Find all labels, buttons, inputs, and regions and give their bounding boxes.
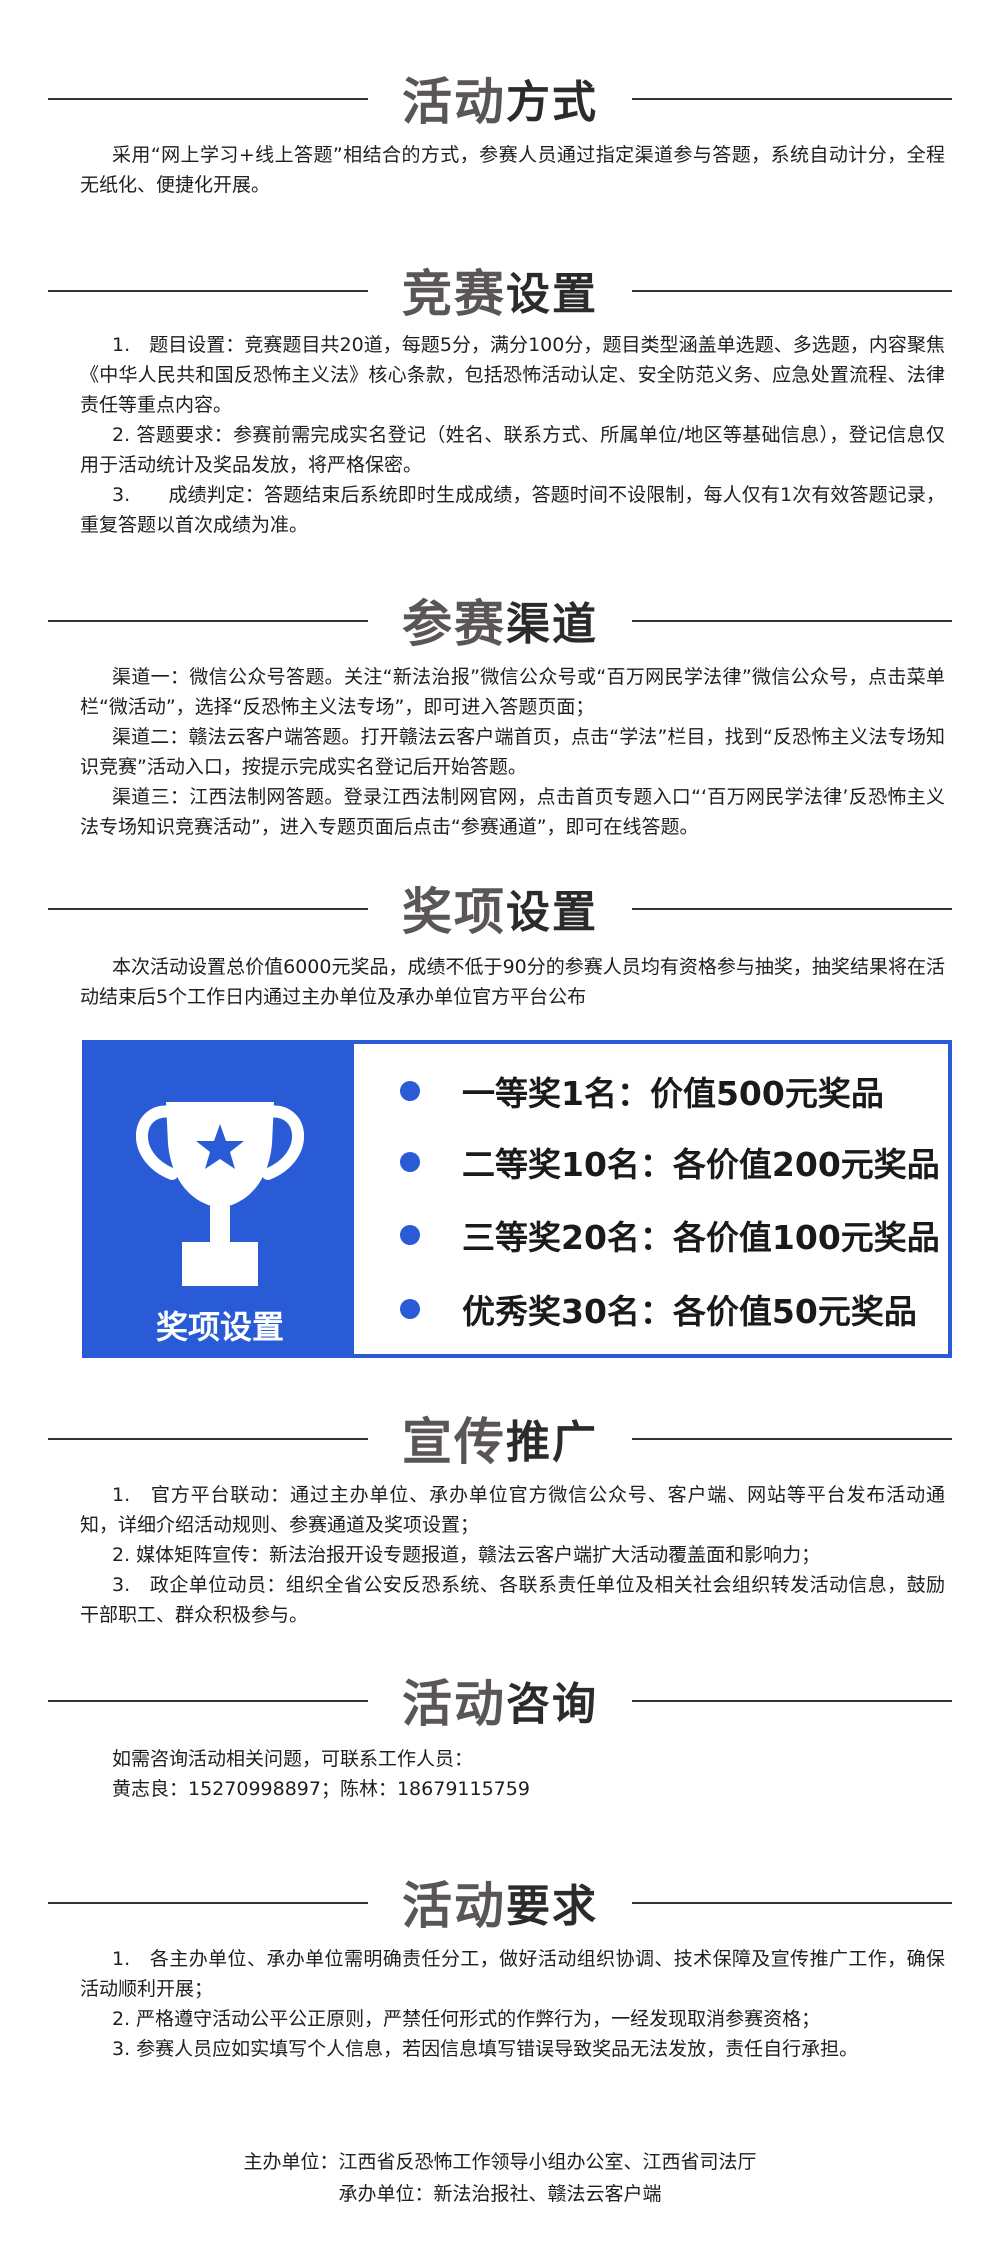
title-part-a: 活动: [402, 1877, 506, 1935]
prize-list: 一等奖1名：价值500元奖品 二等奖10名：各价值200元奖品 三等奖20名：各…: [386, 1044, 946, 1354]
section-title: 宣传推广: [390, 1398, 610, 1478]
section-title: 活动方式: [390, 58, 610, 138]
divider-left: [48, 98, 368, 100]
title-part-a: 活动: [402, 1675, 506, 1733]
section-header: 活动方式: [0, 58, 1000, 138]
title-part-b: 推广: [506, 1417, 598, 1468]
trophy-icon: [136, 1102, 304, 1286]
prize-item-text: 优秀奖30名：各价值50元奖品: [462, 1292, 917, 1331]
title-part-b: 设置: [506, 887, 598, 938]
divider-left: [48, 1700, 368, 1702]
organizer-line: 主办单位：江西省反恐怖工作领导小组办公室、江西省司法厅: [243, 2151, 757, 2173]
bullet-icon: [400, 1225, 420, 1245]
title-part-b: 渠道: [506, 599, 598, 650]
title-part-a: 宣传: [402, 1413, 506, 1471]
section-prize-settings: 奖项设置: [0, 868, 1000, 948]
divider-right: [632, 908, 952, 910]
prize-item-first: 一等奖1名：价值500元奖品: [386, 1066, 946, 1116]
title-part-b: 设置: [506, 269, 598, 320]
competition-settings-text: 1. 题目设置：竞赛题目共20道，每题5分，满分100分，题目类型涵盖单选题、多…: [80, 330, 945, 540]
divider-right: [632, 1700, 952, 1702]
divider-right: [632, 290, 952, 292]
bullet-icon: [400, 1081, 420, 1101]
section-consultation: 活动咨询: [0, 1660, 1000, 1740]
title-part-a: 奖项: [402, 883, 506, 941]
paragraph: 1. 各主办单位、承办单位需明确责任分工，做好活动组织协调、技术保障及宣传推广工…: [80, 1948, 945, 2000]
entry-channels-text: 渠道一：微信公众号答题。关注“新法治报”微信公众号或“百万网民学法律”微信公众号…: [80, 662, 945, 842]
paragraph: 1. 官方平台联动：通过主办单位、承办单位官方微信公众号、客户端、网站等平台发布…: [80, 1484, 945, 1536]
prize-item-text: 一等奖1名：价值500元奖品: [462, 1074, 884, 1113]
prize-box-label: 奖项设置: [155, 1308, 284, 1346]
section-header: 宣传推广: [0, 1398, 1000, 1478]
consultation-text: 如需咨询活动相关问题，可联系工作人员： 黄志良：15270998897；陈林：1…: [80, 1744, 945, 1804]
prize-item-excellence: 优秀奖30名：各价值50元奖品: [386, 1284, 946, 1334]
activity-method-text: 采用“网上学习+线上答题”相结合的方式，参赛人员通过指定渠道参与答题，系统自动计…: [80, 140, 945, 200]
paragraph: 渠道三：江西法制网答题。登录江西法制网官网，点击首页专题入口“‘百万网民学法律’…: [80, 786, 945, 838]
section-header: 参赛渠道: [0, 580, 1000, 660]
contact-info: 黄志良：15270998897；陈林：18679115759: [112, 1778, 530, 1800]
prize-item-third: 三等奖20名：各价值100元奖品: [386, 1210, 946, 1260]
section-competition-settings: 竞赛设置: [0, 250, 1000, 330]
paragraph: 2. 严格遵守活动公平公正原则，严禁任何形式的作弊行为，一经发现取消参赛资格；: [112, 2008, 821, 2030]
requirements-text: 1. 各主办单位、承办单位需明确责任分工，做好活动组织协调、技术保障及宣传推广工…: [80, 1944, 945, 2064]
prize-item-text: 二等奖10名：各价值200元奖品: [462, 1145, 940, 1184]
paragraph: 2. 答题要求：参赛前需完成实名登记（姓名、联系方式、所属单位/地区等基础信息）…: [80, 424, 945, 476]
title-part-b: 要求: [506, 1881, 598, 1932]
co-organizer-line: 承办单位：新法治报社、赣法云客户端: [338, 2183, 662, 2205]
paragraph: 渠道一：微信公众号答题。关注“新法治报”微信公众号或“百万网民学法律”微信公众号…: [80, 666, 945, 718]
prize-box-side-panel: 奖项设置: [86, 1044, 354, 1354]
bullet-icon: [400, 1152, 420, 1172]
paragraph: 3. 成绩判定：答题结束后系统即时生成成绩，答题时间不设限制，每人仅有1次有效答…: [80, 484, 945, 536]
section-requirements: 活动要求: [0, 1862, 1000, 1942]
section-promotion: 宣传推广: [0, 1398, 1000, 1478]
divider-left: [48, 1902, 368, 1904]
promotion-text: 1. 官方平台联动：通过主办单位、承办单位官方微信公众号、客户端、网站等平台发布…: [80, 1480, 945, 1630]
paragraph: 本次活动设置总价值6000元奖品，成绩不低于90分的参赛人员均有资格参与抽奖，抽…: [80, 956, 945, 1008]
paragraph: 1. 题目设置：竞赛题目共20道，每题5分，满分100分，题目类型涵盖单选题、多…: [80, 334, 945, 416]
title-part-a: 参赛: [402, 595, 506, 653]
section-header: 竞赛设置: [0, 250, 1000, 330]
section-title: 活动要求: [390, 1862, 610, 1942]
section-header: 奖项设置: [0, 868, 1000, 948]
title-part-a: 活动: [402, 73, 506, 131]
prize-item-second: 二等奖10名：各价值200元奖品: [386, 1137, 946, 1187]
divider-right: [632, 1902, 952, 1904]
section-header: 活动要求: [0, 1862, 1000, 1942]
footer: 主办单位：江西省反恐怖工作领导小组办公室、江西省司法厅 承办单位：新法治报社、赣…: [0, 2146, 1000, 2210]
title-part-a: 竞赛: [402, 265, 506, 323]
paragraph: 如需咨询活动相关问题，可联系工作人员：: [112, 1748, 474, 1770]
title-part-b: 方式: [506, 77, 598, 128]
divider-left: [48, 1438, 368, 1440]
section-title: 活动咨询: [390, 1660, 610, 1740]
paragraph: 3. 参赛人员应如实填写个人信息，若因信息填写错误导致奖品无法发放，责任自行承担…: [112, 2038, 859, 2060]
paragraph: 渠道二：赣法云客户端答题。打开赣法云客户端首页，点击“学法”栏目，找到“反恐怖主…: [80, 726, 945, 778]
divider-right: [632, 98, 952, 100]
divider-left: [48, 620, 368, 622]
prize-item-text: 三等奖20名：各价值100元奖品: [462, 1218, 940, 1257]
divider-right: [632, 1438, 952, 1440]
prize-settings-text: 本次活动设置总价值6000元奖品，成绩不低于90分的参赛人员均有资格参与抽奖，抽…: [80, 952, 945, 1012]
prize-box: 奖项设置 一等奖1名：价值500元奖品 二等奖10名：各价值200元奖品 三等奖…: [82, 1040, 952, 1358]
section-title: 参赛渠道: [390, 580, 610, 660]
divider-right: [632, 620, 952, 622]
title-part-b: 咨询: [506, 1679, 598, 1730]
section-title: 奖项设置: [390, 868, 610, 948]
section-activity-method: 活动方式: [0, 58, 1000, 138]
section-entry-channels: 参赛渠道: [0, 580, 1000, 660]
paragraph: 2. 媒体矩阵宣传：新法治报开设专题报道，赣法云客户端扩大活动覆盖面和影响力；: [112, 1544, 821, 1566]
divider-left: [48, 290, 368, 292]
paragraph: 3. 政企单位动员：组织全省公安反恐系统、各联系责任单位及相关社会组织转发活动信…: [80, 1574, 945, 1626]
paragraph: 采用“网上学习+线上答题”相结合的方式，参赛人员通过指定渠道参与答题，系统自动计…: [80, 144, 945, 196]
section-header: 活动咨询: [0, 1660, 1000, 1740]
bullet-icon: [400, 1299, 420, 1319]
divider-left: [48, 908, 368, 910]
section-title: 竞赛设置: [390, 250, 610, 330]
